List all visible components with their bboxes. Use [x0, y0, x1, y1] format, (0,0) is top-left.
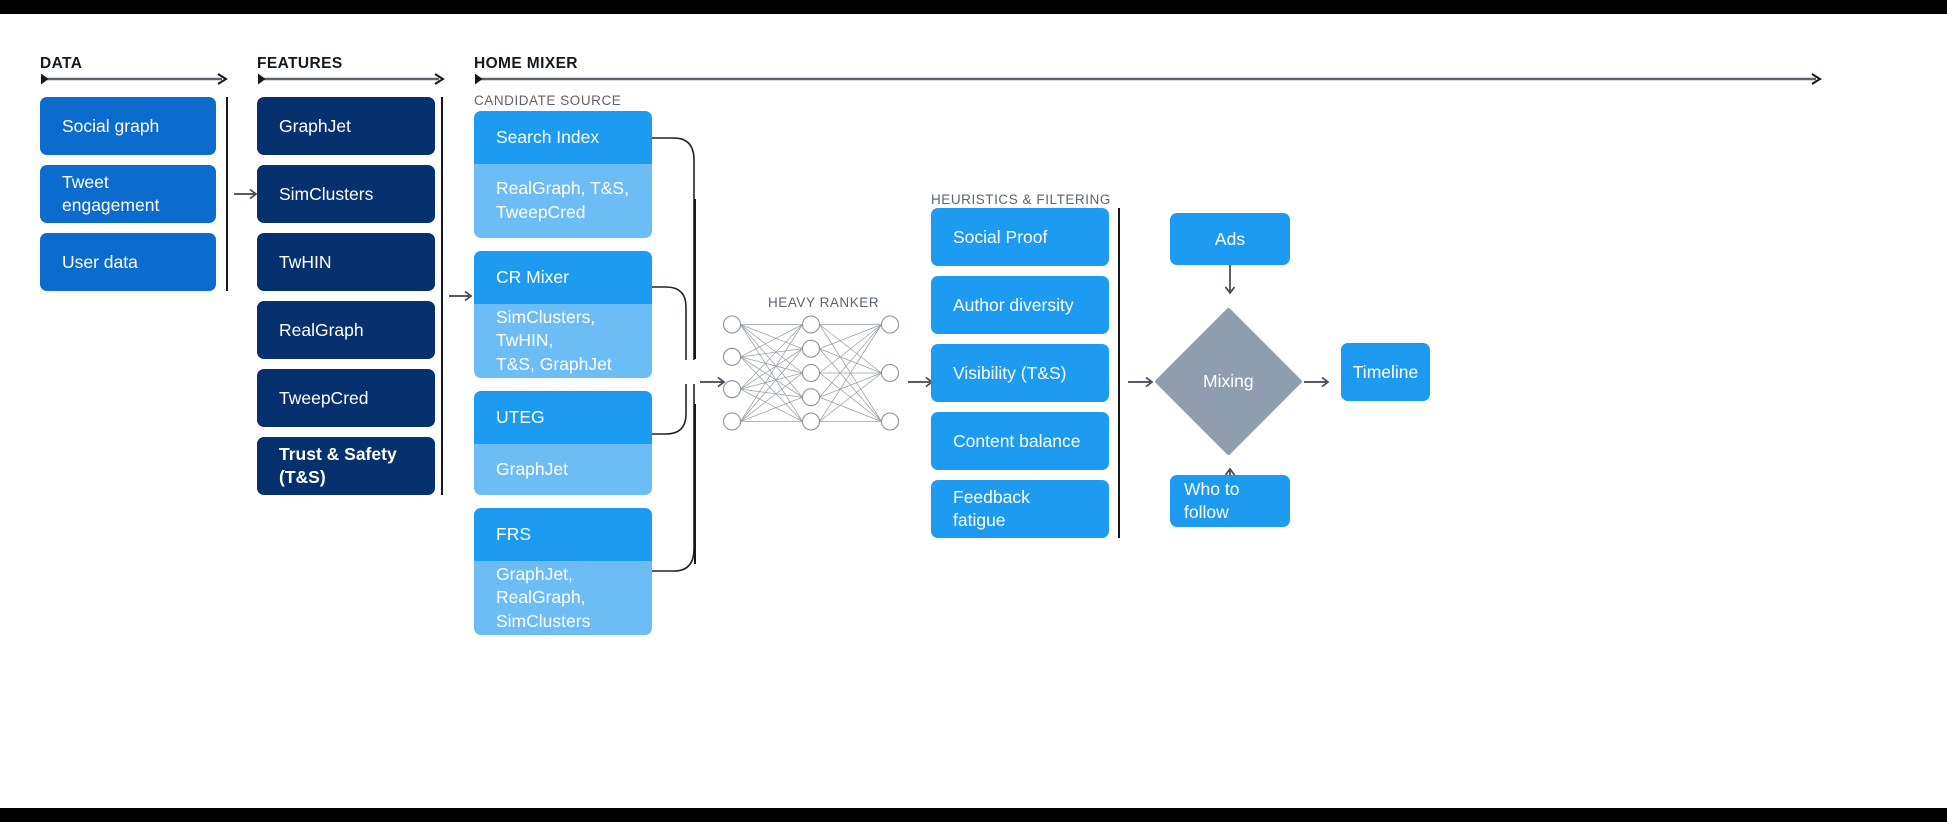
arrow-features-to-candidates	[449, 290, 473, 302]
feature-box-realgraph[interactable]: RealGraph	[257, 301, 435, 359]
heuristic-box-label: Author diversity	[953, 294, 1074, 315]
feature-box-trust-safety[interactable]: Trust & Safety (T&S)	[257, 437, 435, 495]
timeline-label: Timeline	[1352, 361, 1419, 382]
feature-box-simclusters[interactable]: SimClusters	[257, 165, 435, 223]
candidate-source-frs[interactable]: FRS GraphJet, RealGraph, SimClusters	[474, 508, 652, 635]
candidate-source-features: RealGraph, T&S, TweepCred	[474, 164, 652, 238]
bracket-spine-upper	[694, 199, 696, 359]
section-header-home-mixer: HOME MIXER	[474, 55, 578, 72]
arrow-heuristics-to-mixing	[1128, 376, 1154, 388]
data-box-label: User data	[62, 251, 138, 272]
feature-box-label: TweepCred	[279, 387, 369, 408]
candidate-source-search-index[interactable]: Search Index RealGraph, T&S, TweepCred	[474, 111, 652, 238]
diagram-canvas: DATA FEATURES HOME MIXER Social graph Tw…	[0, 14, 1947, 808]
heuristic-box-label: Content balance	[953, 430, 1081, 451]
data-box-user-data[interactable]: User data	[40, 233, 216, 291]
candidate-to-ranker-brackets	[652, 137, 695, 572]
mixing-input-who-to-follow[interactable]: Who to follow	[1170, 475, 1290, 527]
candidate-source-cr-mixer[interactable]: CR Mixer SimClusters, TwHIN, T&S, GraphJ…	[474, 251, 652, 378]
data-box-social-graph[interactable]: Social graph	[40, 97, 216, 155]
data-box-tweet-engagement[interactable]: Tweet engagement	[40, 165, 216, 223]
column-divider-features	[441, 97, 443, 495]
section-arrow-home-mixer	[475, 73, 1822, 85]
mixing-label: Mixing	[1203, 370, 1254, 391]
candidate-source-name: CR Mixer	[474, 251, 652, 304]
arrow-data-to-features	[234, 188, 258, 200]
section-header-data: DATA	[40, 55, 83, 72]
who-to-follow-label: Who to follow	[1184, 479, 1240, 522]
arrow-ads-to-mixing	[1224, 265, 1236, 295]
column-divider-heuristics	[1118, 208, 1120, 538]
candidate-source-features: SimClusters, TwHIN, T&S, GraphJet	[474, 304, 652, 378]
sublabel-heavy-ranker: HEAVY RANKER	[768, 295, 880, 310]
mixing-node[interactable]: Mixing	[1154, 307, 1303, 456]
feature-box-tweepcred[interactable]: TweepCred	[257, 369, 435, 427]
feature-box-graphjet[interactable]: GraphJet	[257, 97, 435, 155]
arrow-candidates-to-heavy-ranker	[700, 376, 726, 388]
section-arrow-data	[41, 73, 228, 85]
output-timeline[interactable]: Timeline	[1341, 343, 1430, 401]
heuristic-box-social-proof[interactable]: Social Proof	[931, 208, 1109, 266]
heuristic-box-label: Visibility (T&S)	[953, 362, 1067, 383]
candidate-source-features: GraphJet, RealGraph, SimClusters	[474, 561, 652, 635]
heavy-ranker-network	[722, 315, 900, 431]
candidate-source-features: GraphJet	[474, 444, 652, 495]
heuristic-box-author-diversity[interactable]: Author diversity	[931, 276, 1109, 334]
feature-box-twhin[interactable]: TwHIN	[257, 233, 435, 291]
mixing-input-ads[interactable]: Ads	[1170, 213, 1290, 265]
bracket-spine-lower	[694, 404, 696, 564]
candidate-source-name: UTEG	[474, 391, 652, 444]
candidate-source-name: Search Index	[474, 111, 652, 164]
candidate-source-name: FRS	[474, 508, 652, 561]
feature-box-label: SimClusters	[279, 183, 374, 204]
heuristic-box-label: Feedback fatigue	[953, 487, 1030, 530]
heuristic-box-content-balance[interactable]: Content balance	[931, 412, 1109, 470]
column-divider-data	[226, 97, 228, 291]
data-box-label: Tweet engagement	[62, 172, 160, 215]
candidate-source-uteg[interactable]: UTEG GraphJet	[474, 391, 652, 495]
heuristic-box-visibility[interactable]: Visibility (T&S)	[931, 344, 1109, 402]
feature-box-label: RealGraph	[279, 319, 364, 340]
ads-label: Ads	[1214, 228, 1246, 249]
heuristic-box-label: Social Proof	[953, 226, 1048, 247]
feature-box-label: GraphJet	[279, 115, 351, 136]
sublabel-candidate-source: CANDIDATE SOURCE	[474, 93, 622, 108]
section-header-features: FEATURES	[257, 55, 343, 72]
sublabel-heuristics: HEURISTICS & FILTERING	[931, 192, 1111, 207]
feature-box-label: Trust & Safety (T&S)	[279, 444, 397, 487]
arrow-mixing-to-timeline	[1304, 376, 1330, 388]
data-box-label: Social graph	[62, 115, 160, 136]
feature-box-label: TwHIN	[279, 251, 332, 272]
heuristic-box-feedback-fatigue[interactable]: Feedback fatigue	[931, 480, 1109, 538]
section-arrow-features	[258, 73, 445, 85]
